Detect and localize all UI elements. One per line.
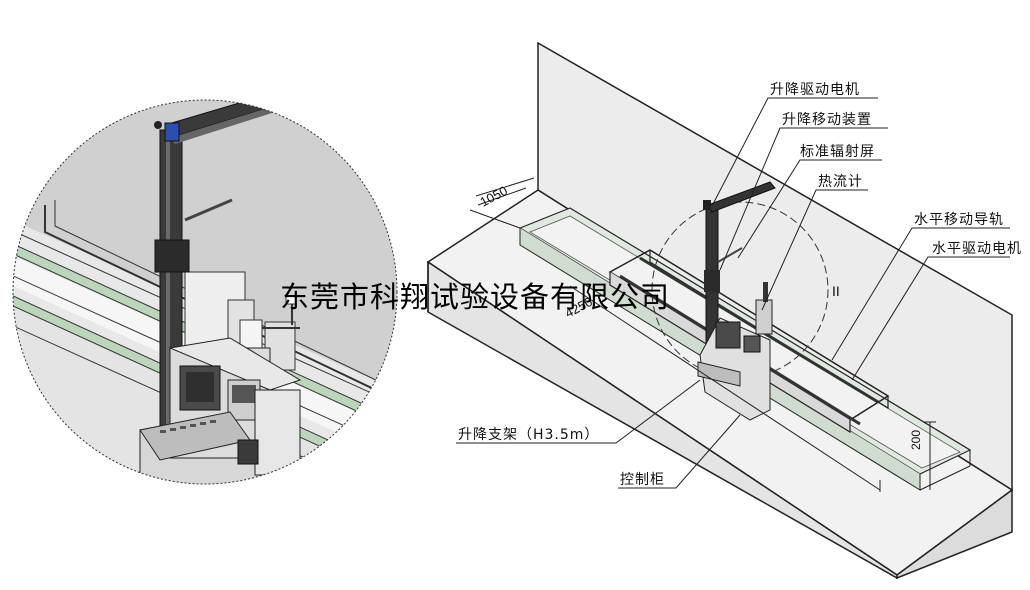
dim-200: 200 <box>909 430 923 450</box>
dimension-lines <box>469 177 936 492</box>
label-lift-motor: 升降驱动电机 <box>770 82 860 98</box>
label-lift-device: 升降移动装置 <box>782 112 872 128</box>
section-mark: II <box>832 283 840 299</box>
label-horizontal-motor: 水平驱动电机 <box>932 241 1022 257</box>
label-horizontal-rail: 水平移动导轨 <box>914 212 1004 228</box>
label-control-cabinet: 控制柜 <box>620 472 665 488</box>
label-heat-flux-meter: 热流计 <box>818 174 863 190</box>
label-radiation-screen: 标准辐射屏 <box>800 144 875 160</box>
leader-lines <box>456 97 1010 489</box>
callout-labels: 升降驱动电机 升降移动装置 标准辐射屏 热流计 水平移动导轨 水平驱动电机 升降… <box>458 82 1022 488</box>
label-lift-frame: 升降支架（H3.5m） <box>458 427 599 443</box>
company-watermark: 东莞市科翔试验设备有限公司 <box>280 280 671 314</box>
detail-zoom-circle <box>12 99 398 485</box>
